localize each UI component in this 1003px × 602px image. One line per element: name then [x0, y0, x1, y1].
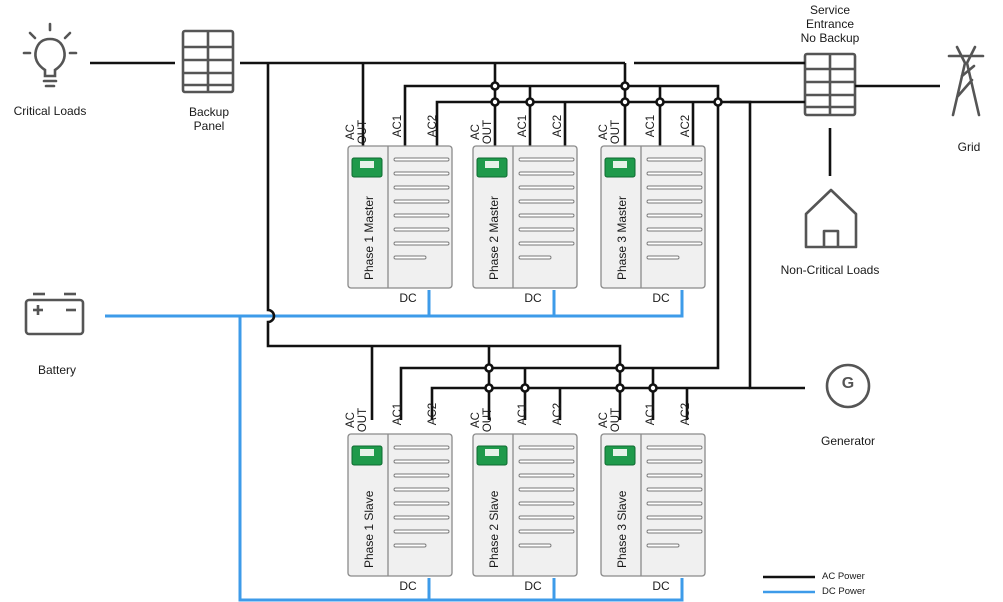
ac1-terminal-label: AC1: [517, 402, 529, 426]
battery-icon: [24, 292, 85, 336]
dc-terminal-label: DC: [524, 291, 542, 305]
ac1-terminal-label: AC1: [645, 114, 657, 138]
dc-terminal-label: DC: [652, 579, 670, 593]
ac1-terminal-label: AC1: [392, 114, 404, 138]
backup-panel-icon: [181, 29, 235, 94]
generator-label: Generator: [820, 434, 876, 448]
unit-name-master-3: Phase 3 Master: [615, 195, 629, 280]
ac2-terminal-label: AC2: [680, 402, 692, 426]
critical-loads-label: Critical Loads: [13, 104, 87, 118]
ac2-terminal-label: AC2: [680, 114, 692, 138]
service-entrance-panel-icon: [803, 52, 857, 117]
inverter-units: [347, 145, 706, 577]
inverter-master-2: [472, 145, 578, 289]
ac2-terminal-label: AC2: [552, 402, 564, 426]
inverter-slave-1: [347, 433, 453, 577]
dc-terminal-label: DC: [524, 579, 542, 593]
inverter-slave-3: [600, 433, 706, 577]
ac2-terminal-label: AC2: [552, 114, 564, 138]
ac-wiring: [90, 61, 940, 420]
backup-panel-label: Backup Panel: [188, 105, 230, 133]
unit-name-master-1: Phase 1 Master: [362, 195, 376, 280]
inverter-master-3: [600, 145, 706, 289]
ac1-terminal-label: AC1: [392, 402, 404, 426]
non-critical-loads-label: Non-Critical Loads: [780, 263, 880, 277]
legend-dc-label: DC Power: [822, 586, 866, 597]
dc-terminal-label: DC: [399, 291, 417, 305]
ac-out-terminal-label: AC OUT: [470, 407, 494, 433]
unit-name-slave-2: Phase 2 Slave: [487, 490, 501, 568]
ac-out-terminal-label: AC OUT: [598, 407, 622, 433]
grid-label: Grid: [957, 140, 981, 154]
legend-ac-label: AC Power: [822, 571, 865, 582]
grid-tower-icon: [947, 45, 985, 117]
unit-name-master-2: Phase 2 Master: [487, 195, 501, 280]
ac1-terminal-label: AC1: [645, 402, 657, 426]
ac-out-terminal-label: AC OUT: [345, 407, 369, 433]
ac-out-terminal-label: AC OUT: [598, 119, 622, 145]
ac2-terminal-label: AC2: [427, 402, 439, 426]
dc-wiring: [105, 290, 684, 602]
generator-symbol: G: [841, 375, 855, 392]
dc-terminal-label: DC: [652, 291, 670, 305]
inverter-slave-2: [472, 433, 578, 577]
unit-name-slave-3: Phase 3 Slave: [615, 490, 629, 568]
ac-out-terminal-label: AC OUT: [470, 119, 494, 145]
service-entrance-label: Service Entrance No Backup: [800, 3, 860, 45]
house-icon: [804, 188, 858, 249]
lightbulb-icon: [22, 22, 78, 88]
inverter-master-1: [347, 145, 453, 289]
generator-icon: [825, 363, 871, 409]
unit-name-slave-1: Phase 1 Slave: [362, 490, 376, 568]
battery-label: Battery: [37, 363, 76, 377]
ac1-terminal-label: AC1: [517, 114, 529, 138]
wire-crossings: [484, 81, 723, 393]
dc-terminal-label: DC: [399, 579, 417, 593]
ac-out-terminal-label: AC OUT: [345, 119, 369, 145]
ac2-terminal-label: AC2: [427, 114, 439, 138]
